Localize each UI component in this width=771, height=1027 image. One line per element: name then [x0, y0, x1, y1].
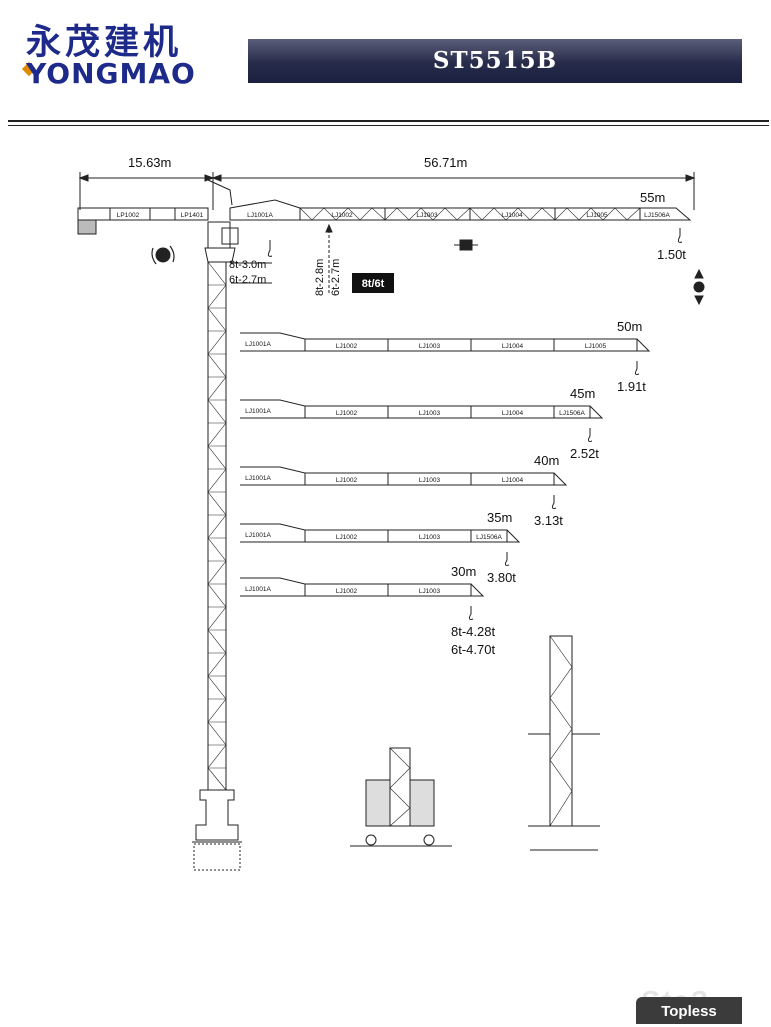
jib-tip	[636, 338, 651, 352]
jib-section: LJ1005	[586, 212, 608, 219]
jib-segment	[553, 405, 591, 419]
logo-english: YONGMAO	[26, 57, 196, 90]
jib-section: LJ1002	[336, 410, 358, 417]
main-jib-radius: 55m	[640, 190, 665, 205]
main-crane-elevation	[77, 172, 705, 871]
jib-section: LJ1002	[336, 534, 358, 541]
jib-section: LJ1001A	[245, 532, 271, 539]
counter-jib-section: LP1401	[181, 212, 204, 219]
hook-height-6t: 6t-2.7m	[229, 274, 266, 286]
hook-icon	[677, 228, 683, 243]
jib-section: LJ1002	[336, 477, 358, 484]
jib-tip	[589, 405, 604, 419]
jib-section: LJ1002	[331, 212, 353, 219]
jib-radius: 30m	[451, 564, 476, 579]
hook-height-8t: 8t-3.0m	[229, 259, 266, 271]
jib-radius: 35m	[487, 510, 512, 525]
jib-radius: 45m	[570, 386, 595, 401]
hook-icon	[587, 428, 593, 442]
jib-section: LJ1506A	[559, 410, 585, 417]
jib-section: LJ1005	[585, 343, 607, 350]
jib-section: LJ1506A	[644, 212, 670, 219]
logo-chinese: 永茂建机	[26, 23, 183, 63]
hook-icon	[551, 495, 557, 509]
jib-load: 2.52t	[570, 446, 599, 461]
header-bar	[248, 39, 742, 83]
trolley-height-8t: 8t-2.8m	[314, 259, 326, 296]
jib-section: LJ1003	[419, 588, 441, 595]
topless-badge: Topless	[636, 997, 742, 1024]
trolley-height-6t: 6t-2.7m	[330, 259, 342, 296]
jib-section: LJ1003	[419, 477, 441, 484]
jib-section: LJ1004	[501, 212, 523, 219]
jib-load: 3.80t	[487, 570, 516, 585]
jib-segment	[470, 529, 508, 543]
jib-tip	[506, 529, 521, 543]
model-title: ST5515B	[432, 47, 558, 74]
main-jib-load: 1.50t	[657, 247, 686, 262]
jib-radius: 50m	[617, 319, 642, 334]
operator-cab	[221, 227, 239, 245]
jib-load: 3.13t	[534, 513, 563, 528]
jib-section: LJ1001A	[245, 341, 271, 348]
jib-section: LJ1001A	[247, 212, 273, 219]
jib-section: LJ1001A	[245, 408, 271, 415]
mode-badge-bg	[352, 273, 394, 293]
jib-section: LJ1004	[502, 477, 524, 484]
jib-segment	[553, 338, 638, 352]
jib-section: LJ1002	[336, 588, 358, 595]
counter-jib-section: LP1002	[117, 212, 140, 219]
hoist-icon	[693, 281, 705, 293]
slewing-icon	[155, 247, 171, 263]
jib-load-8t: 8t-4.28t	[451, 624, 495, 639]
jib-tip	[470, 583, 485, 597]
counter-jib-length: 15.63m	[128, 155, 171, 170]
jib-section: LJ1001A	[245, 475, 271, 482]
jib-segment	[387, 583, 472, 597]
mast-detail-drawings	[350, 635, 600, 851]
jib-section: LJ1001A	[245, 586, 271, 593]
jib-tip	[553, 472, 568, 486]
jib-section: LJ1003	[419, 534, 441, 541]
hook-icon	[504, 552, 510, 566]
jib-load: 1.91t	[617, 379, 646, 394]
counterweight	[77, 219, 97, 235]
counter-jib	[77, 207, 209, 221]
jib-section: LJ1003	[419, 343, 441, 350]
jib-section: LJ1003	[419, 410, 441, 417]
jib-section: LJ1003	[416, 212, 438, 219]
mast-base	[195, 789, 239, 841]
jib-section: LJ1004	[502, 343, 524, 350]
hook-icon	[468, 606, 474, 620]
hook-icon	[267, 240, 273, 257]
divider	[8, 125, 769, 126]
foundation	[193, 843, 241, 871]
jib-section: LJ1002	[336, 343, 358, 350]
jib-section: LJ1506A	[476, 534, 502, 541]
divider	[8, 120, 769, 122]
jib-radius: 40m	[534, 453, 559, 468]
mode-badge: 8t/6t	[362, 278, 385, 290]
main-jib-length: 56.71m	[424, 155, 467, 170]
jib-segment	[470, 472, 555, 486]
jib-load-6t: 6t-4.70t	[451, 642, 495, 657]
hook-icon	[634, 361, 640, 375]
jib-section: LJ1004	[502, 410, 524, 417]
